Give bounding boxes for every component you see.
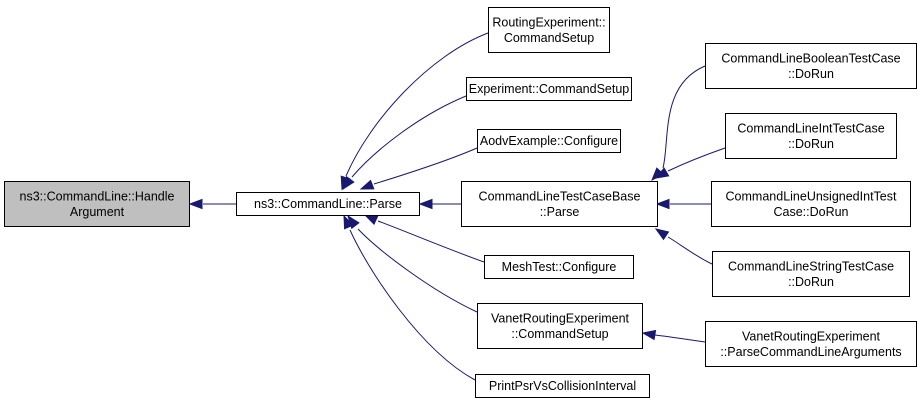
edge-aodv_configure-to-parse — [359, 147, 478, 190]
edge-line — [373, 147, 478, 185]
edge-line — [662, 65, 706, 169]
node-printpsr[interactable]: PrintPsrVsCollisionInterval — [475, 374, 650, 398]
node-label-line: CommandLineUnsignedIntTest — [726, 189, 897, 203]
node-box[interactable] — [475, 374, 650, 398]
arrowhead-icon — [418, 198, 433, 210]
arrowhead-icon — [342, 175, 355, 191]
node-box[interactable] — [705, 43, 917, 89]
node-label-line: CommandLineBooleanTestCase — [721, 51, 900, 65]
node-box[interactable] — [466, 77, 632, 101]
edge-line — [377, 220, 485, 263]
arrowhead-icon — [654, 228, 670, 241]
node-label-line: CommandSetup — [504, 31, 594, 45]
edges-layer — [188, 32, 726, 381]
node-label-line: RoutingExperiment:: — [492, 15, 605, 29]
edge-line — [345, 32, 489, 177]
node-box[interactable] — [484, 255, 634, 279]
edge-line — [357, 228, 478, 313]
node-string-dorun[interactable]: CommandLineStringTestCase::DoRun — [712, 251, 910, 297]
node-label-line: ::DoRun — [788, 67, 834, 81]
edge-testbase_parse-to-parse — [418, 198, 461, 210]
edge-parse-to-handle_argument — [188, 198, 236, 210]
nodes-layer: ns3::CommandLine::HandleArgumentns3::Com… — [4, 7, 917, 398]
edge-line — [667, 147, 726, 172]
edge-line — [351, 95, 467, 178]
node-box[interactable] — [488, 7, 610, 53]
node-label-line: VanetRoutingExperiment — [491, 311, 630, 325]
node-aodv-configure[interactable]: AodvExample::Configure — [477, 129, 621, 153]
arrowhead-icon — [343, 214, 354, 230]
node-parse[interactable]: ns3::CommandLine::Parse — [236, 192, 420, 216]
node-bool-dorun[interactable]: CommandLineBooleanTestCase::DoRun — [705, 43, 917, 89]
edge-printpsr-to-parse — [343, 214, 476, 381]
arrowhead-icon — [188, 198, 203, 210]
edge-line — [349, 229, 476, 381]
node-label-line: PrintPsrVsCollisionInterval — [489, 379, 636, 393]
arrowhead-icon — [359, 179, 375, 190]
arrowhead-icon — [655, 198, 670, 210]
node-label-line: Experiment::CommandSetup — [469, 82, 630, 96]
node-label-line: ::ParseCommandLineArguments — [720, 345, 901, 359]
node-label-line: MeshTest::Configure — [502, 260, 617, 274]
node-label-line: Case::DoRun — [773, 205, 848, 219]
node-routing-cmd[interactable]: RoutingExperiment::CommandSetup — [488, 7, 610, 53]
edge-bool_dorun-to-testbase_parse — [651, 65, 706, 182]
node-vanet-cmd[interactable]: VanetRoutingExperiment::CommandSetup — [477, 303, 643, 349]
edge-int_dorun-to-testbase_parse — [654, 147, 726, 179]
arrowhead-icon — [654, 167, 670, 179]
node-label-line: ::Parse — [540, 205, 580, 219]
edge-vanet_parse_args-to-vanet_cmd — [641, 329, 706, 343]
node-int-dorun[interactable]: CommandLineIntTestCase::DoRun — [725, 113, 897, 159]
node-box[interactable] — [236, 192, 420, 216]
node-label-line: ::DoRun — [788, 275, 834, 289]
node-box[interactable] — [477, 129, 621, 153]
node-label-line: AodvExample::Configure — [480, 134, 618, 148]
arrowhead-icon — [641, 329, 657, 341]
edge-line — [667, 236, 713, 265]
edge-line — [654, 334, 706, 343]
node-testbase-parse[interactable]: CommandLineTestCaseBase::Parse — [461, 181, 658, 227]
node-box[interactable] — [712, 251, 910, 297]
node-box — [4, 181, 190, 227]
edge-string_dorun-to-testbase_parse — [654, 228, 713, 265]
node-label-line: CommandLineStringTestCase — [728, 259, 894, 273]
edge-unsigned_dorun-to-testbase_parse — [655, 198, 711, 210]
edge-experiment_cmd-to-parse — [342, 95, 467, 191]
node-label-line: Argument — [70, 205, 125, 219]
node-label-line: CommandLineTestCaseBase — [479, 189, 641, 203]
node-label-line: ::DoRun — [788, 137, 834, 151]
node-box[interactable] — [461, 181, 658, 227]
node-experiment-cmd[interactable]: Experiment::CommandSetup — [466, 77, 632, 101]
node-vanet-parse-args[interactable]: VanetRoutingExperiment::ParseCommandLine… — [705, 321, 917, 367]
node-label-line: ::CommandSetup — [511, 327, 608, 341]
node-label-line: ns3::CommandLine::Parse — [254, 197, 402, 211]
node-box[interactable] — [477, 303, 643, 349]
node-label-line: ns3::CommandLine::Handle — [20, 189, 175, 203]
edge-routing_cmd-to-parse — [340, 32, 489, 191]
node-mesh-configure[interactable]: MeshTest::Configure — [484, 255, 634, 279]
node-box[interactable] — [725, 113, 897, 159]
node-box[interactable] — [705, 321, 917, 367]
arrowhead-icon — [363, 214, 379, 225]
node-label-line: CommandLineIntTestCase — [737, 121, 884, 135]
node-label-line: VanetRoutingExperiment — [742, 329, 881, 343]
node-box[interactable] — [711, 181, 911, 227]
